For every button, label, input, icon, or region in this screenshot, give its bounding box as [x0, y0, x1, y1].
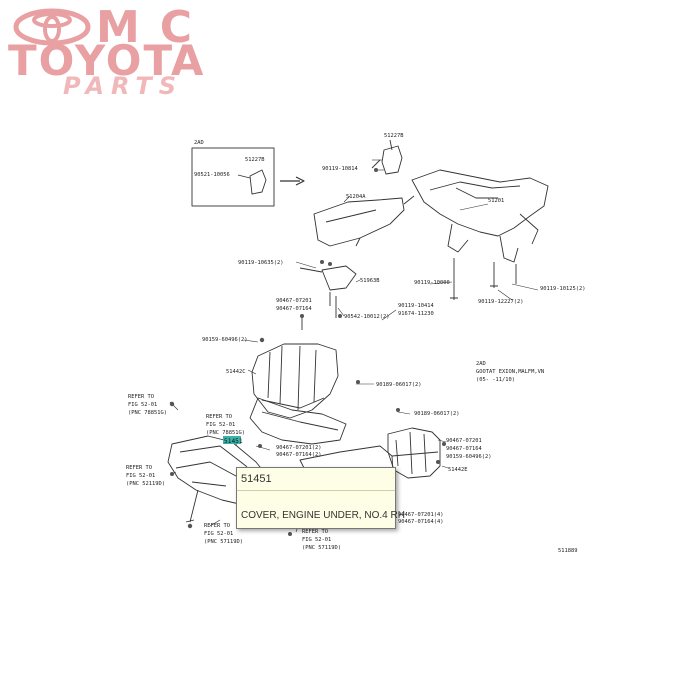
bolt-label-left2b[interactable]: 90467-07164 [276, 306, 312, 312]
crossmember-51201 [411, 169, 549, 237]
part-label-51227b[interactable]: 51227B [384, 133, 403, 139]
note-line2: GOOTAT EXION,MALFM,VN [476, 369, 544, 375]
bolt-label-center3b[interactable]: 91674-11230 [398, 311, 434, 317]
ref-bot2-line3[interactable]: (PNC 57119D) [302, 545, 341, 551]
ref-left2-line2[interactable]: FIG 52-01 [126, 473, 155, 479]
inset-bolt-label: 90521-10056 [194, 172, 230, 178]
bolt-label-right3b[interactable]: 90467-07164 [446, 446, 482, 452]
bolt-label-mid5[interactable]: 90189-06017(2) [414, 411, 459, 417]
bolt-label-mid6a[interactable]: 90467-07201(2) [276, 445, 321, 451]
cover-51442e [387, 427, 441, 479]
part-label-51204a[interactable]: 51204A [346, 194, 366, 200]
ref-left1-line3[interactable]: (PNC 78851G) [128, 410, 167, 416]
logo-text-mc: MC [96, 2, 213, 53]
ref-mid1-line1[interactable]: REFER TO [206, 414, 232, 420]
bolt-label-left2a[interactable]: 90467-07201 [276, 298, 312, 304]
brand-logo: MC TOYOTA PARTS [8, 2, 308, 100]
note-line3: (05- -11/10) [476, 377, 515, 383]
brace-51204a [313, 197, 405, 247]
ref-bot2-line2[interactable]: FIG 52-01 [302, 537, 331, 543]
bolt-label-right2[interactable]: 90119-12227(2) [478, 299, 523, 305]
ref-bot2-line1[interactable]: REFER TO [302, 529, 328, 535]
bracket-51227b [381, 145, 403, 175]
bolt-label-center2[interactable]: 90542-10012(2) [344, 314, 389, 320]
inset-bracket [249, 169, 267, 195]
bolt-label-mid4[interactable]: 90189-06017(2) [376, 382, 421, 388]
bracket-51963b [321, 265, 357, 291]
ref-mid1-line3[interactable]: (PNC 78851G) [206, 430, 245, 436]
note-line1: 2AD [476, 361, 486, 367]
ref-left1-line1[interactable]: REFER TO [128, 394, 154, 400]
inset-part-label[interactable]: 51227B [245, 157, 264, 163]
logo-text-parts: PARTS [63, 72, 184, 100]
highlight-box [223, 436, 241, 444]
bolt-label-left3[interactable]: 90159-60496(2) [202, 337, 247, 343]
ref-left1-line2[interactable]: FIG 52-01 [128, 402, 157, 408]
inset-box [191, 147, 275, 207]
part-label-51442c[interactable]: 51442C [226, 369, 245, 375]
ref-mid1-line2[interactable]: FIG 52-01 [206, 422, 235, 428]
tooltip-description: COVER, ENGINE UNDER, NO.4 RH [241, 510, 405, 521]
tooltip-part-number: 51451 [241, 473, 272, 485]
bolt-label-right4b[interactable]: 90467-07164(4) [398, 519, 443, 525]
part-label-51963b[interactable]: 51963B [360, 278, 379, 284]
part-label-51201[interactable]: 51201 [488, 198, 504, 204]
bolt-label-mid1[interactable]: 90119-10000 [414, 280, 450, 286]
ref-bot1-line1[interactable]: REFER TO [204, 523, 230, 529]
ref-bot1-line2[interactable]: FIG 52-01 [204, 531, 233, 537]
tooltip-divider [237, 490, 395, 491]
figure-code: 511889 [558, 548, 577, 554]
bolt-label-right4a[interactable]: 90467-07201(4) [398, 512, 443, 518]
part-label-51442e[interactable]: 51442E [448, 467, 467, 473]
bolt-label-mid6b[interactable]: 90467-07164(2) [276, 452, 321, 458]
bolt-label-right1[interactable]: 90119-10125(2) [540, 286, 585, 292]
inset-title: 2AD [194, 140, 204, 146]
highlighted-part-label[interactable]: 51451 [224, 438, 243, 445]
logo-text-toyota: TOYOTA [8, 36, 206, 85]
bolt-label-right3c[interactable]: 90159-60496(2) [446, 454, 491, 460]
bolt-label-top[interactable]: 90119-10814 [322, 166, 358, 172]
cover-51442c [251, 343, 339, 419]
toyota-emblem-icon [13, 8, 91, 46]
ref-bot1-line3[interactable]: (PNC 57119D) [204, 539, 243, 545]
bolt-label-right3a[interactable]: 90467-07201 [446, 438, 482, 444]
part-tooltip: 51451 COVER, ENGINE UNDER, NO.4 RH [236, 467, 405, 529]
ref-left2-line3[interactable]: (PNC 52119D) [126, 481, 165, 487]
bolt-label-left1[interactable]: 90119-10635(2) [238, 260, 283, 266]
ref-left2-line1[interactable]: REFER TO [126, 465, 152, 471]
tray-panel [249, 397, 347, 445]
bolt-label-center3a[interactable]: 90119-10414 [398, 303, 434, 309]
